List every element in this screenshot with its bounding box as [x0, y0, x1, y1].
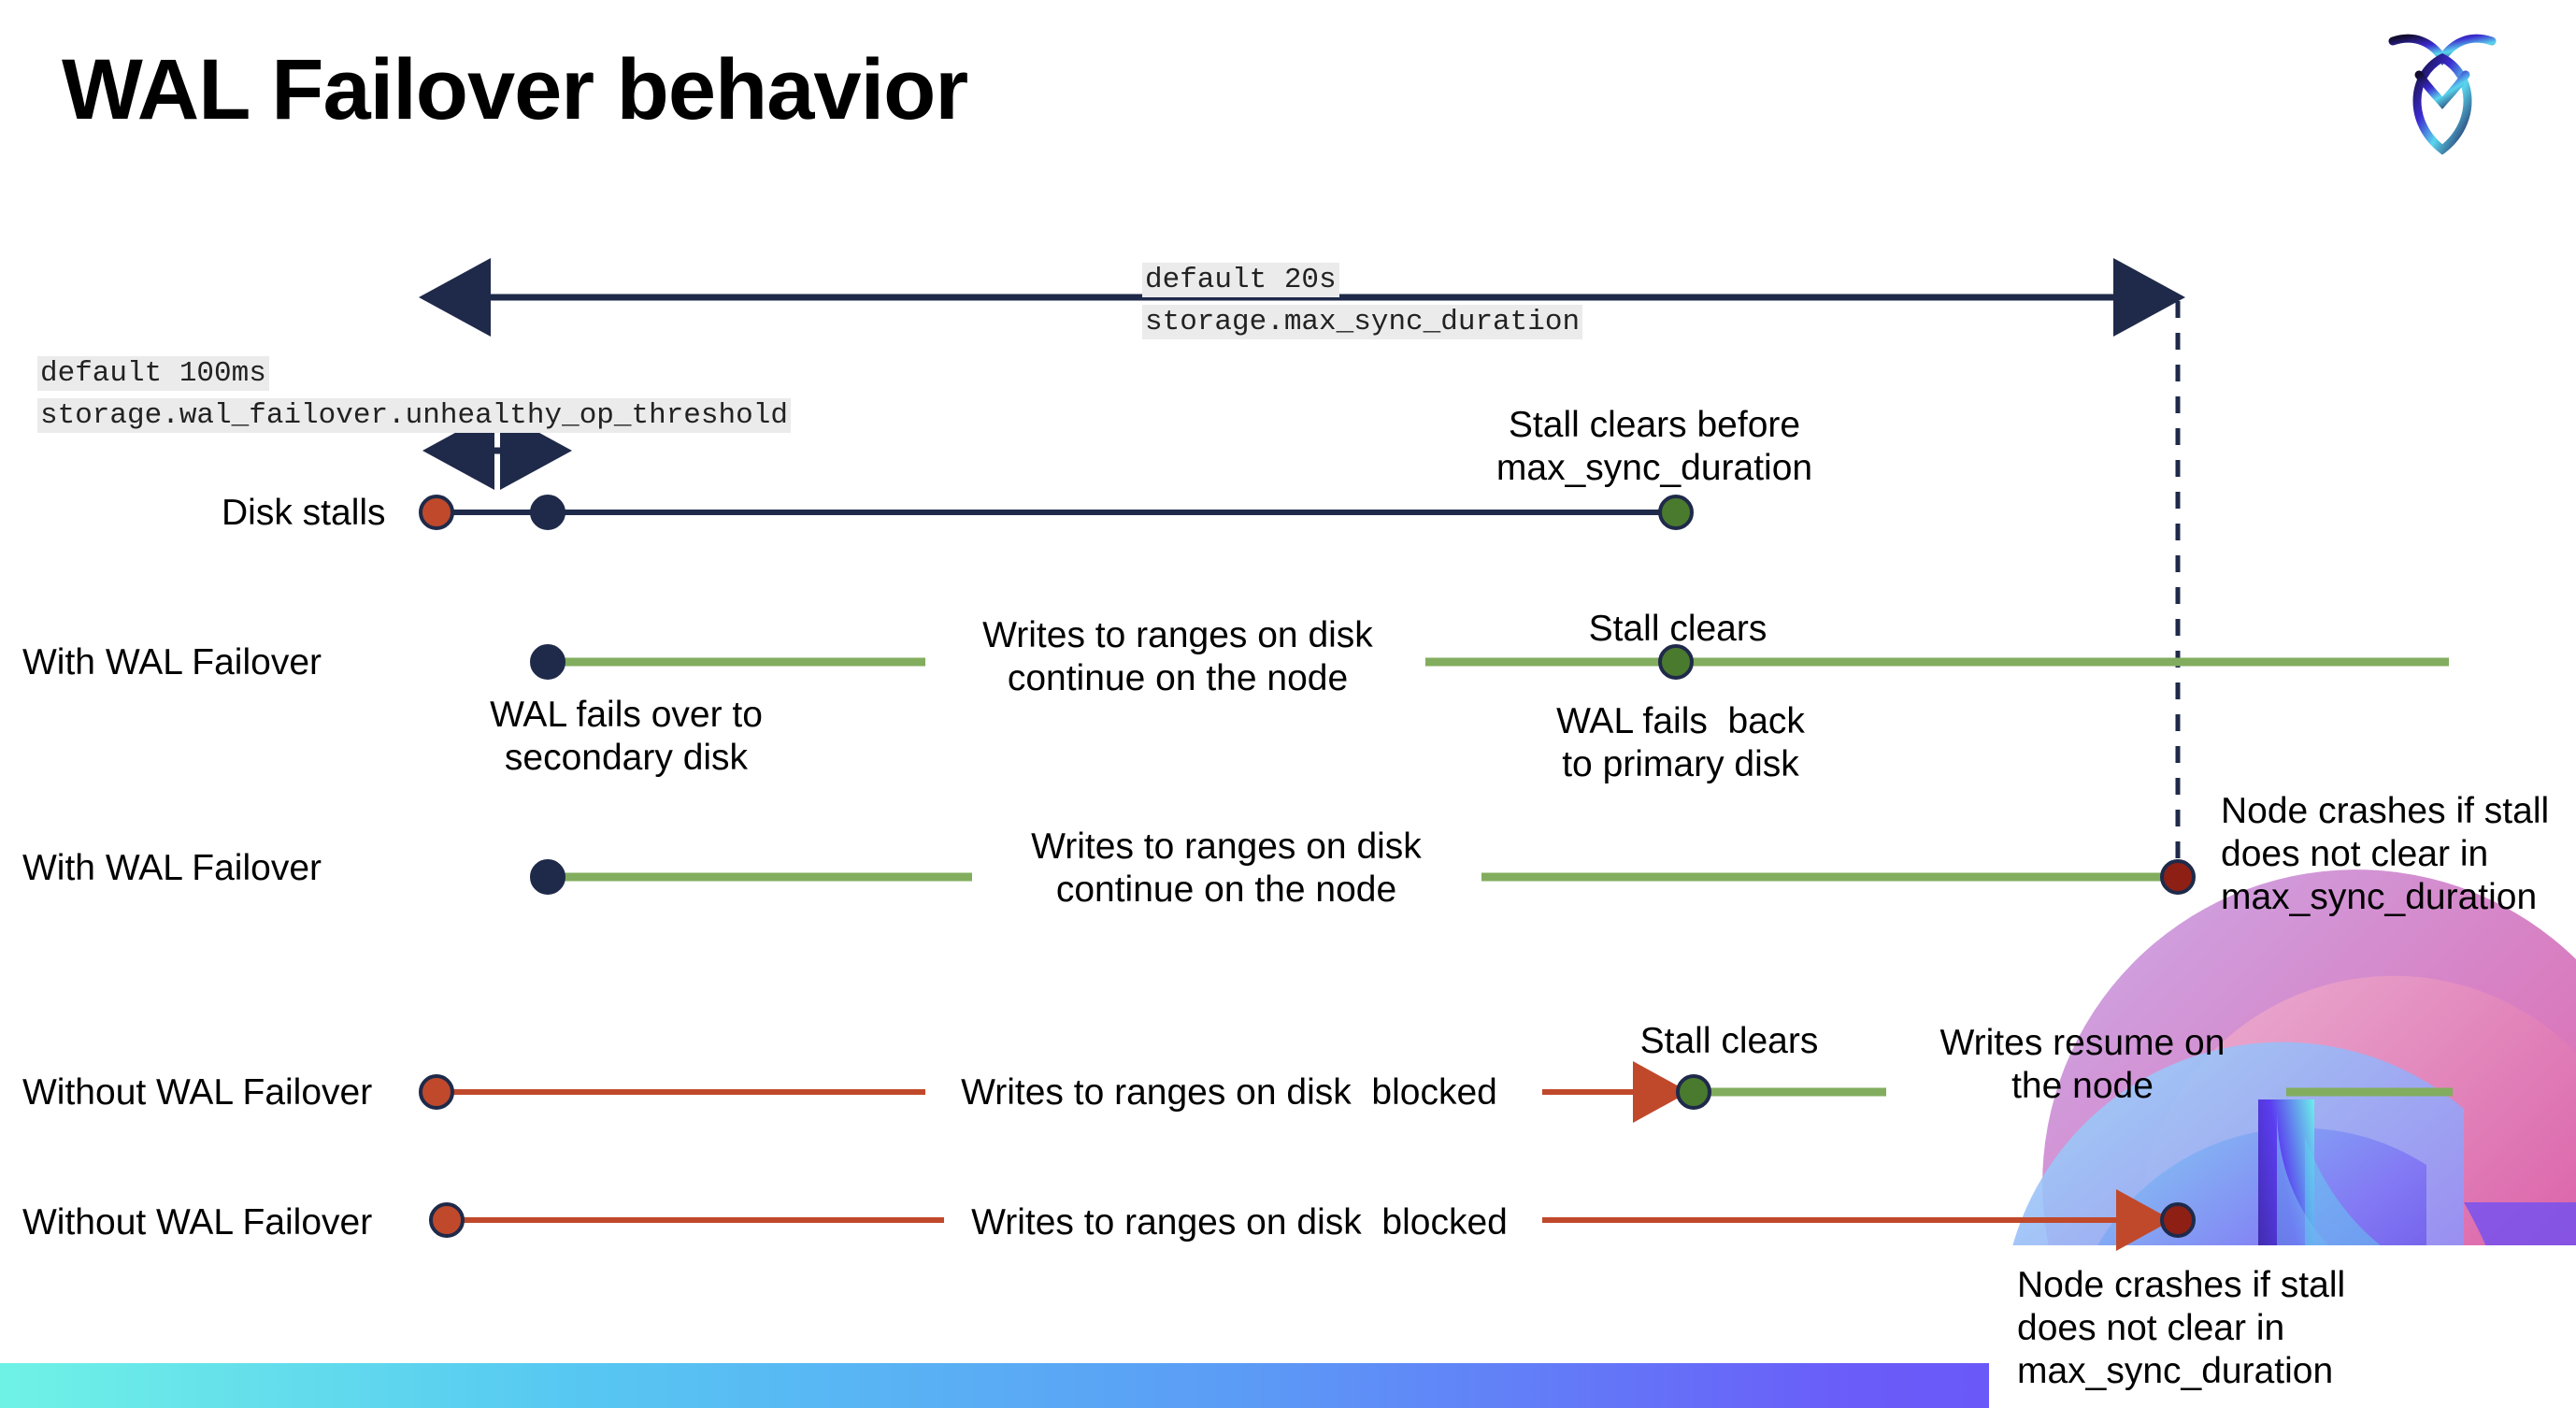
with-failover-1-failover-marker: [530, 644, 565, 680]
note-stall-clears-1: Stall clears: [1588, 609, 1767, 649]
row-label-with-wal-failover-2: With WAL Failover: [22, 848, 322, 888]
with-failover-2-crash-marker: [2160, 859, 2196, 895]
unhealthy-op-threshold-setting: storage.wal_failover.unhealthy_op_thresh…: [37, 397, 791, 433]
note-wal-fails-back: WAL fails back to primary disk: [1556, 701, 1805, 785]
note-writes-resume: Writes resume on the node: [1939, 1023, 2225, 1107]
disk-stalls-start-marker: [419, 495, 454, 530]
disk-stalls-threshold-marker: [530, 495, 565, 530]
note-stall-clears-2: Stall clears: [1639, 1021, 1819, 1061]
callout-backdrop-2: [2292, 1363, 2576, 1408]
max-sync-duration-setting: storage.max_sync_duration: [1142, 304, 1583, 339]
note-writes-continue-1: Writes to ranges on disk continue on the…: [982, 615, 1373, 699]
cockroachdb-logo-icon: [2382, 26, 2503, 157]
note-node-crashes-2: Node crashes if stall does not clear in …: [2017, 1265, 2346, 1392]
without-failover-2-crash-marker: [2160, 1202, 2196, 1238]
without-failover-1-clear-marker: [1676, 1074, 1711, 1110]
max-sync-duration-annotation: default 20s storage.max_sync_duration: [1142, 260, 1583, 344]
note-writes-blocked-1: Writes to ranges on disk blocked: [961, 1072, 1497, 1113]
row-label-without-wal-failover-2: Without WAL Failover: [22, 1202, 373, 1243]
note-wal-fails-over: WAL fails over to secondary disk: [490, 695, 763, 779]
disk-stalls-clear-marker: [1658, 495, 1694, 530]
row-label-without-wal-failover-1: Without WAL Failover: [22, 1072, 373, 1113]
unhealthy-op-threshold-annotation: default 100ms storage.wal_failover.unhea…: [37, 353, 791, 438]
unhealthy-op-threshold-default: default 100ms: [37, 356, 269, 391]
with-failover-1-clear-marker: [1658, 644, 1694, 680]
without-failover-2-start-marker: [429, 1202, 465, 1238]
note-stall-clears-before-max-sync: Stall clears before max_sync_duration: [1496, 405, 1813, 489]
page-title: WAL Failover behavior: [62, 42, 968, 137]
note-node-crashes-1: Node crashes if stall does not clear in …: [2221, 791, 2550, 918]
row-label-disk-stalls: Disk stalls: [222, 493, 386, 533]
without-failover-1-start-marker: [419, 1074, 454, 1110]
note-writes-continue-2: Writes to ranges on disk continue on the…: [1031, 826, 1422, 911]
with-failover-2-failover-marker: [530, 859, 565, 895]
note-writes-blocked-2: Writes to ranges on disk blocked: [971, 1202, 1508, 1243]
max-sync-duration-default: default 20s: [1142, 263, 1339, 297]
row-label-with-wal-failover-1: With WAL Failover: [22, 642, 322, 682]
